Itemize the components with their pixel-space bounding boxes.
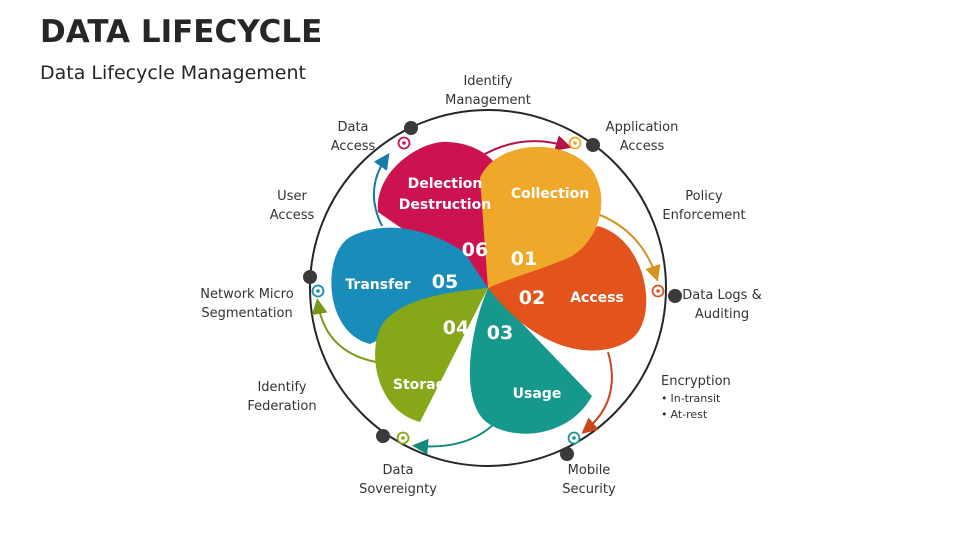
petal-number-delection: 06: [462, 239, 488, 261]
arrow-access: [591, 211, 661, 282]
petal-number-usage: 03: [487, 322, 513, 344]
target-marker: [568, 136, 582, 150]
label-encryption: Encryption In-transit At-rest: [661, 373, 731, 423]
page-title: DATA LIFECYCLE: [40, 14, 323, 50]
outer-ring: [309, 109, 667, 467]
petal-access: [488, 226, 647, 351]
petal-label-usage: Usage: [513, 386, 562, 402]
ring-dot: [303, 270, 317, 284]
petal-label-destruction: Destruction: [399, 197, 491, 213]
petal-storage: [375, 288, 488, 422]
ring-dot: [404, 121, 418, 135]
petal-transfer: [331, 227, 488, 344]
petal-number-transfer: 05: [432, 271, 458, 293]
arrow-transfer: [311, 298, 377, 363]
target-marker: [567, 431, 581, 445]
petal-label-transfer: Transfer: [345, 277, 410, 293]
petal-collection: [480, 146, 602, 288]
petal-usage: [469, 288, 592, 434]
ring-dot: [376, 429, 390, 443]
target-marker: [311, 284, 325, 298]
ring-dot: [668, 289, 682, 303]
petal-delection-destruction: [377, 141, 511, 288]
petal-number-storage: 04: [443, 317, 469, 339]
label-data-logs-auditing: Data Logs &Auditing: [682, 288, 762, 322]
arrow-deletion: [372, 153, 390, 227]
petal-label-collection: Collection: [511, 186, 589, 202]
petal-number-collection: 01: [511, 248, 537, 270]
page-subtitle: Data Lifecycle Management: [40, 62, 306, 84]
petal-label-access: Access: [570, 290, 624, 306]
arrow-usage: [581, 351, 613, 434]
petal-label-delection: Delection: [408, 176, 483, 192]
encryption-item: At-rest: [661, 407, 731, 423]
arrow-storage: [412, 419, 499, 455]
target-marker: [397, 136, 411, 150]
arrow-collection: [477, 135, 572, 159]
target-marker: [651, 284, 665, 298]
encryption-item: In-transit: [661, 391, 731, 407]
petal-number-access: 02: [519, 287, 545, 309]
target-marker: [396, 431, 410, 445]
petal-label-storage: Storage: [393, 377, 455, 393]
ring-dot: [586, 138, 600, 152]
ring-dot: [560, 447, 574, 461]
